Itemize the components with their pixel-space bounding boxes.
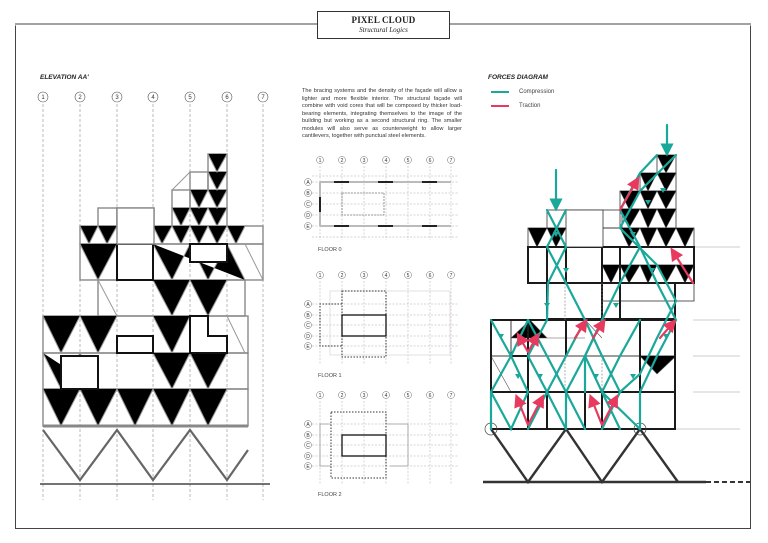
svg-text:5: 5 xyxy=(188,95,192,101)
svg-text:B: B xyxy=(306,313,310,319)
svg-text:A: A xyxy=(306,302,310,308)
svg-text:7: 7 xyxy=(450,393,453,399)
svg-text:C: C xyxy=(306,443,310,449)
title-block: PIXEL CLOUD Structural Logics xyxy=(317,11,450,39)
svg-text:3: 3 xyxy=(363,393,366,399)
forces-legend: Compression Traction xyxy=(488,85,554,113)
svg-text:C: C xyxy=(306,202,310,208)
svg-text:6: 6 xyxy=(225,95,229,101)
svg-text:E: E xyxy=(306,344,310,350)
floor-0-label: FLOOR 0 xyxy=(318,247,342,253)
floor-1-label: FLOOR 1 xyxy=(318,373,342,379)
svg-text:D: D xyxy=(306,213,310,219)
svg-text:B: B xyxy=(306,433,310,439)
svg-text:D: D xyxy=(306,454,310,460)
compression-swatch-icon xyxy=(491,91,509,93)
floor-1-plan: 1 2 3 4 5 6 7 A B C D E xyxy=(304,271,458,365)
elevation-axis-markers: 1 2 3 4 5 6 7 xyxy=(37,91,269,103)
svg-text:3: 3 xyxy=(115,95,119,101)
svg-text:4: 4 xyxy=(385,158,388,164)
svg-text:C: C xyxy=(306,323,310,329)
project-subtitle: Structural Logics xyxy=(359,26,408,34)
svg-text:6: 6 xyxy=(429,393,432,399)
svg-text:D: D xyxy=(306,334,310,340)
svg-text:3: 3 xyxy=(363,158,366,164)
svg-text:6: 6 xyxy=(429,273,432,279)
svg-text:E: E xyxy=(306,224,310,230)
svg-text:4: 4 xyxy=(385,273,388,279)
svg-text:7: 7 xyxy=(261,95,265,101)
svg-text:4: 4 xyxy=(385,393,388,399)
elevation-label: ELEVATION AA' xyxy=(40,74,89,81)
floor-2-plan: 1 2 3 4 5 6 7 A B C D E xyxy=(304,391,458,485)
legend-label: Compression xyxy=(519,89,555,95)
svg-text:1: 1 xyxy=(319,158,322,164)
svg-text:2: 2 xyxy=(341,273,344,279)
svg-text:A: A xyxy=(306,422,310,428)
project-title: PIXEL CLOUD xyxy=(351,15,416,25)
legend-label: Traction xyxy=(519,103,541,109)
svg-text:3: 3 xyxy=(363,273,366,279)
svg-text:2: 2 xyxy=(78,95,82,101)
svg-text:2: 2 xyxy=(341,158,344,164)
svg-text:5: 5 xyxy=(407,393,410,399)
floor-0-plan: 1 2 3 4 5 6 7 A B C D E xyxy=(304,156,458,240)
svg-text:7: 7 xyxy=(450,158,453,164)
svg-text:1: 1 xyxy=(41,95,45,101)
svg-text:7: 7 xyxy=(450,273,453,279)
svg-text:B: B xyxy=(306,191,310,197)
svg-text:1: 1 xyxy=(319,393,322,399)
floor-2-label: FLOOR 2 xyxy=(318,492,342,498)
svg-text:5: 5 xyxy=(407,158,410,164)
legend-item-compression: Compression xyxy=(488,85,554,99)
description-text: The bracing systems and the density of t… xyxy=(302,88,462,139)
svg-text:A: A xyxy=(306,180,310,186)
forces-diagram-label: FORCES DIAGRAM xyxy=(488,74,548,81)
svg-text:2: 2 xyxy=(341,393,344,399)
svg-text:1: 1 xyxy=(319,273,322,279)
svg-text:5: 5 xyxy=(407,273,410,279)
traction-swatch-icon xyxy=(491,105,509,107)
svg-text:6: 6 xyxy=(429,158,432,164)
svg-text:E: E xyxy=(306,464,310,470)
legend-item-traction: Traction xyxy=(488,99,554,113)
svg-text:4: 4 xyxy=(151,95,155,101)
